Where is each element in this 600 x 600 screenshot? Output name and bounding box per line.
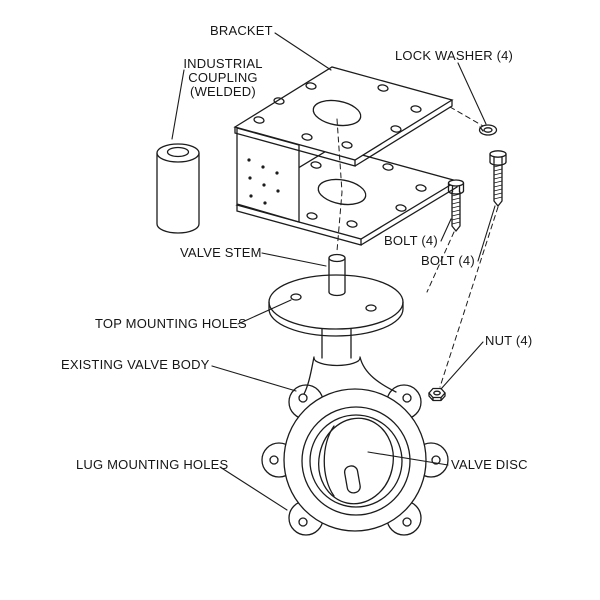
top-mounting-holes-label: TOP MOUNTING HOLES [95,316,247,331]
nut-label: NUT (4) [485,333,533,348]
lock-washer-drawing [478,124,498,136]
leader-lines [171,32,496,511]
valve-disc-drawing [318,417,394,505]
center-axis-dashed-line [336,118,343,252]
bolt-lower-label: BOLT (4) [421,253,475,268]
valve-stem-drawing [328,253,346,297]
bolt-drawing-right [489,150,507,208]
existing-valve-body-label: EXISTING VALVE BODY [61,357,210,372]
industrial-coupling-label: INDUSTRIAL COUPLING (WELDED) [183,56,263,99]
lug-mounting-hole [269,393,441,527]
bracket-drawing [233,66,459,252]
lug-mounting-holes-label: LUG MOUNTING HOLES [76,457,229,472]
valve-stem-label: VALVE STEM [180,245,262,260]
valve-body-drawing [261,384,449,536]
assembly-dashed-lines [426,106,499,388]
top-mounting-hole [290,293,377,312]
lock-washer-label: LOCK WASHER (4) [395,48,514,63]
valve-neck-drawing [303,326,397,395]
valve-disc-label: VALVE DISC [451,457,528,472]
bolt-drawing-middle [447,179,465,233]
bracket-top-plate [233,66,454,167]
industrial-coupling-drawing [156,143,200,234]
mounting-flange-drawing [268,253,404,337]
bracket-label: BRACKET [210,23,273,38]
bolt-upper-label: BOLT (4) [384,233,438,248]
nut-drawing [428,387,446,402]
